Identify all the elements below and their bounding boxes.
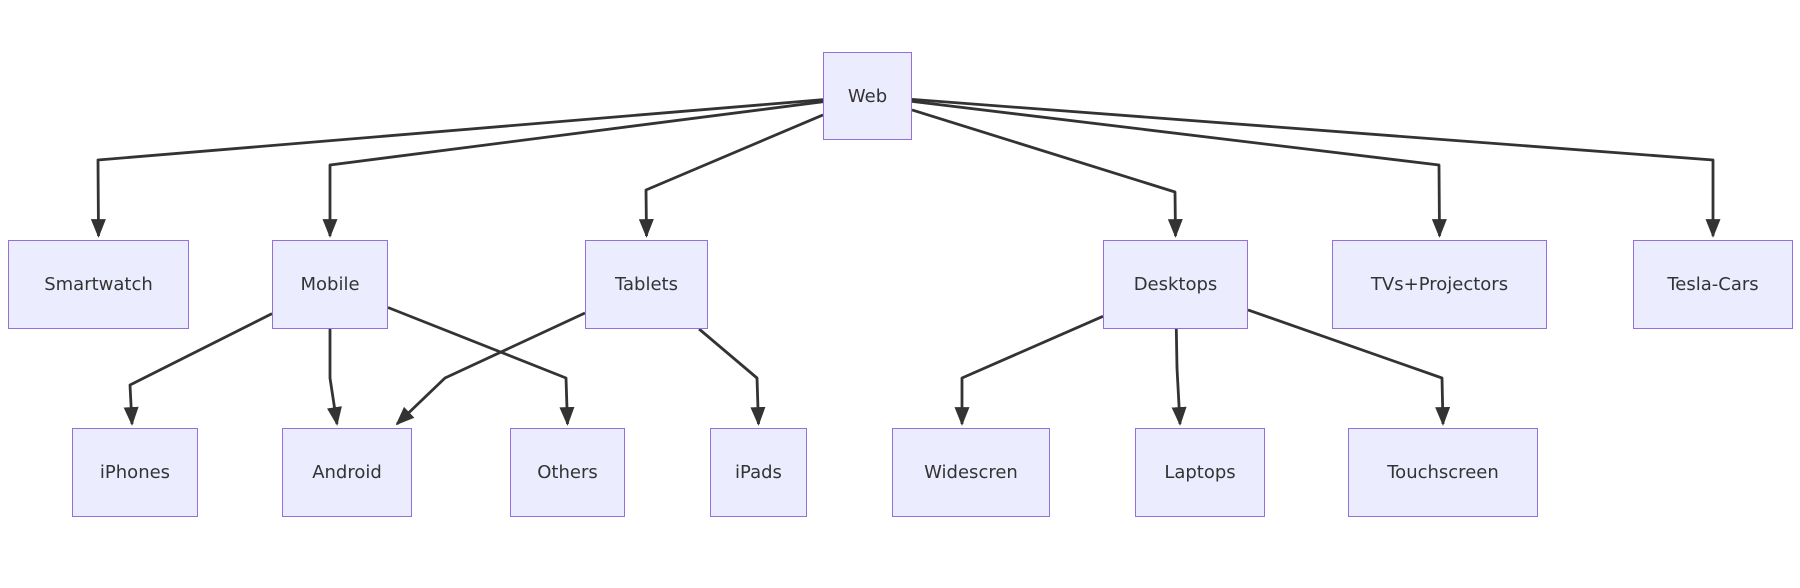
node-laptops-label: Laptops xyxy=(1164,462,1236,483)
edge-web-desktops xyxy=(911,108,1183,238)
edge-desktops-widescren xyxy=(954,315,1104,426)
node-touchscreen: Touchscreen xyxy=(1348,428,1538,517)
node-android-label: Android xyxy=(312,462,382,483)
node-smartwatch-label: Smartwatch xyxy=(44,274,153,295)
node-iphones: iPhones xyxy=(72,428,198,517)
edge-mobile-android xyxy=(327,329,342,426)
edge-web-mobile xyxy=(322,100,824,238)
node-tesla-cars-label: Tesla-Cars xyxy=(1667,274,1759,295)
node-tvs-projectors: TVs+Projectors xyxy=(1332,240,1547,329)
node-others: Others xyxy=(510,428,625,517)
node-touchscreen-label: Touchscreen xyxy=(1387,462,1499,483)
node-ipads-label: iPads xyxy=(735,462,782,483)
node-mobile: Mobile xyxy=(272,240,388,329)
node-smartwatch: Smartwatch xyxy=(8,240,189,329)
node-web: Web xyxy=(823,52,912,140)
node-others-label: Others xyxy=(537,462,598,483)
node-ipads: iPads xyxy=(710,428,807,517)
node-tablets-label: Tablets xyxy=(615,274,678,295)
node-laptops: Laptops xyxy=(1135,428,1265,517)
node-tesla-cars: Tesla-Cars xyxy=(1633,240,1793,329)
node-mobile-label: Mobile xyxy=(300,274,360,295)
edge-web-tablets xyxy=(638,113,824,238)
node-desktops: Desktops xyxy=(1103,240,1248,329)
edge-web-tvs-projectors xyxy=(911,100,1447,238)
edge-tablets-android xyxy=(395,311,586,426)
edge-desktops-touchscreen xyxy=(1247,308,1451,426)
node-tvs-projectors-label: TVs+Projectors xyxy=(1370,274,1509,295)
node-tablets: Tablets xyxy=(585,240,708,329)
edge-tablets-ipads xyxy=(698,327,766,426)
edge-desktops-laptops xyxy=(1171,328,1187,426)
node-web-label: Web xyxy=(847,85,888,107)
edge-web-smartwatch xyxy=(90,98,824,238)
node-widescren-label: Widescren xyxy=(924,462,1018,483)
node-android: Android xyxy=(282,428,412,517)
node-desktops-label: Desktops xyxy=(1133,274,1218,295)
edge-web-tesla-cars xyxy=(911,98,1721,238)
node-iphones-label: iPhones xyxy=(99,462,171,483)
node-widescren: Widescren xyxy=(892,428,1050,517)
edge-mobile-iphones xyxy=(123,312,273,426)
edge-mobile-others xyxy=(387,306,575,426)
